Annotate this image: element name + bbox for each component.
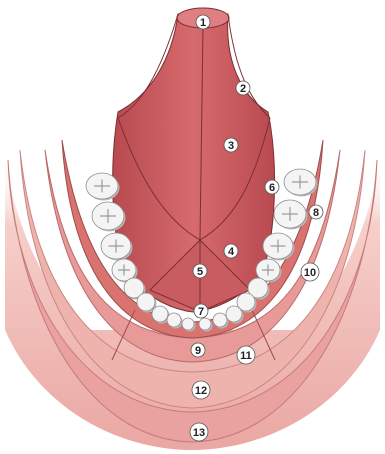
label-12-text: 12 [195,385,207,397]
label-1-text: 1 [200,17,206,29]
label-11: 11 [237,346,255,364]
label-10: 10 [301,263,319,281]
label-4: 4 [224,244,238,258]
tooth-right-3 [263,233,295,261]
label-4-text: 4 [228,246,235,258]
label-7: 7 [194,304,208,318]
tooth-right-1 [284,169,318,197]
label-5: 5 [193,264,207,278]
label-12: 12 [192,381,210,399]
label-11-text: 11 [240,350,252,362]
label-9-text: 9 [195,345,201,357]
label-2: 2 [236,81,250,95]
label-6: 6 [265,180,279,194]
label-9: 9 [191,343,205,357]
label-8-text: 8 [313,207,319,219]
label-10-text: 10 [304,267,316,279]
label-13-text: 13 [193,427,205,439]
label-5-text: 5 [197,266,203,278]
label-6-text: 6 [269,182,275,194]
label-2-text: 2 [240,83,246,95]
label-3: 3 [224,138,238,152]
label-7-text: 7 [198,306,204,318]
label-1: 1 [196,15,210,29]
tooth-right-2 [274,200,308,230]
label-8: 8 [309,205,323,219]
label-13: 13 [190,423,208,441]
label-3-text: 3 [228,140,234,152]
